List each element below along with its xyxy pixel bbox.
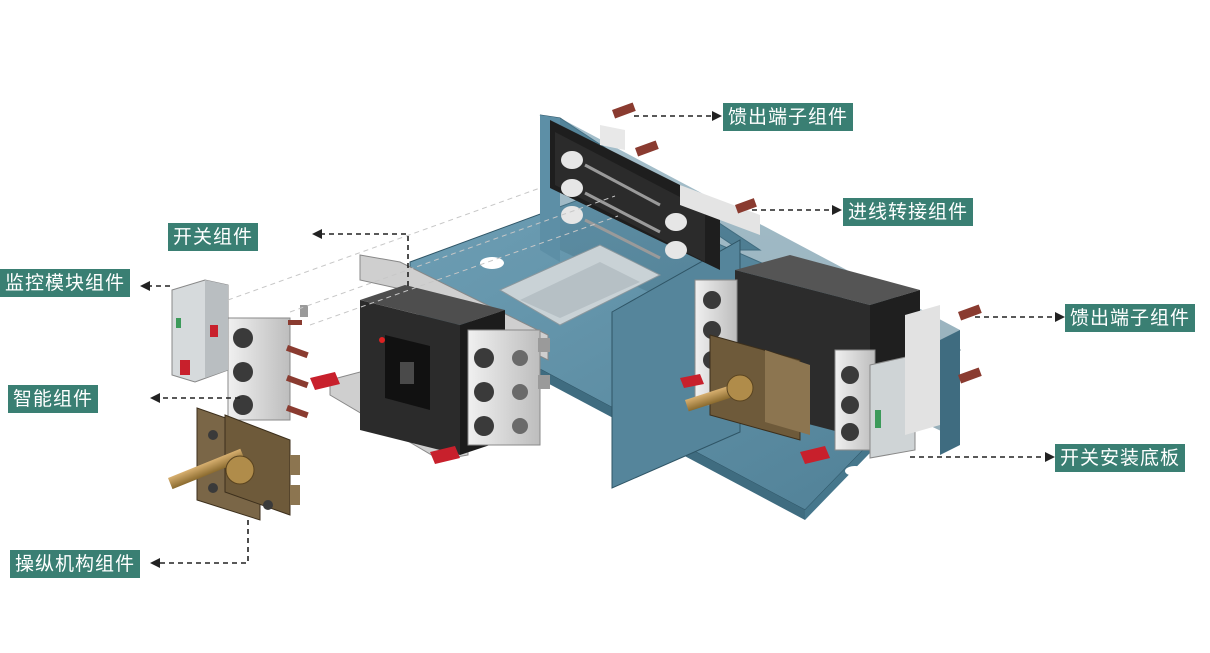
- callout-arrowheads: [140, 111, 1065, 568]
- label-operating-mechanism: 操纵机构组件: [10, 548, 141, 578]
- label-switch-mount-plate: 开关安装底板: [1055, 442, 1186, 472]
- label-monitor-module: 监控模块组件: [0, 267, 131, 297]
- feed-terminal-block: [550, 102, 760, 270]
- switch-assembly: [310, 254, 550, 464]
- smart-assembly: [227, 305, 309, 421]
- explode-guides: [227, 187, 619, 326]
- monitor-module: [171, 279, 229, 383]
- label-feed-terminal-top: 馈出端子组件: [723, 101, 854, 131]
- label-feed-terminal-right: 馈出端子组件: [1065, 302, 1196, 332]
- label-switch-assembly: 开关组件: [168, 221, 259, 251]
- operating-mechanism: [168, 407, 300, 521]
- installed-operating-mechanism: [685, 334, 810, 441]
- label-smart-assembly: 智能组件: [8, 383, 99, 413]
- label-incoming-adapter: 进线转接组件: [843, 196, 974, 226]
- callout-leaders: [150, 115, 1055, 564]
